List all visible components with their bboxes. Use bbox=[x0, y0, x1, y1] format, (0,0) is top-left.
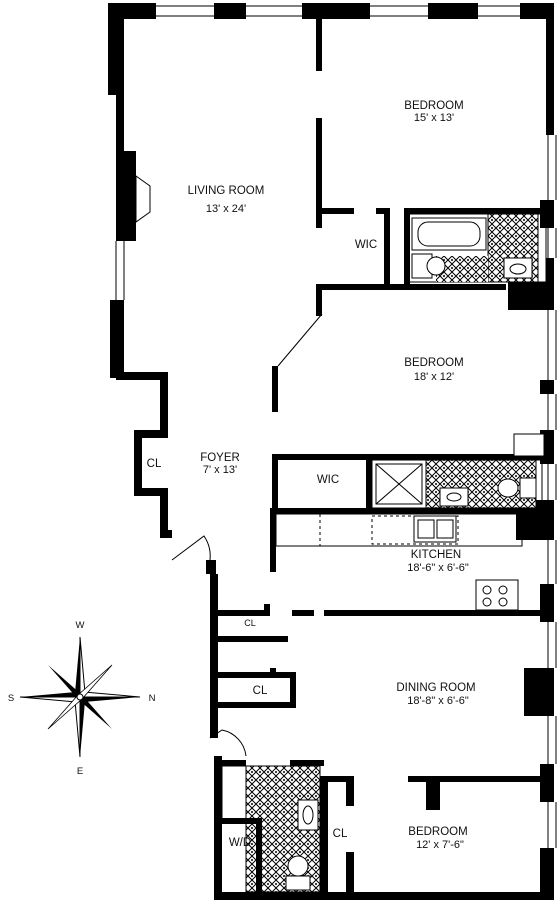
compass-w-label: W bbox=[76, 620, 85, 631]
foyer-name: FOYER bbox=[200, 452, 240, 464]
bedroom-2-dims: 18' x 12' bbox=[414, 371, 454, 383]
compass-rose: W S N E bbox=[8, 620, 156, 777]
wd-label: W/D bbox=[229, 837, 251, 849]
bedroom-2-name: BEDROOM bbox=[404, 357, 463, 369]
wic-2-label: WIC bbox=[317, 474, 339, 486]
wic-1-label: WIC bbox=[355, 239, 377, 251]
living-room-dims: 13' x 24' bbox=[206, 203, 246, 215]
dining-room-dims: 18'-8" x 6'-6" bbox=[407, 695, 469, 707]
compass-n-label: N bbox=[149, 693, 156, 704]
interior-walls bbox=[218, 19, 547, 898]
dining-room-name: DINING ROOM bbox=[396, 682, 475, 694]
living-room-name: LIVING ROOM bbox=[188, 185, 265, 197]
bedroom-3-dims: 12' x 7'-6" bbox=[416, 839, 464, 851]
cl-foyer-label: CL bbox=[147, 458, 162, 470]
cl-mid-label: CL bbox=[253, 685, 268, 697]
compass-star-icon bbox=[19, 636, 141, 758]
bedroom-3-name: BEDROOM bbox=[408, 826, 467, 838]
kitchen-dims: 18'-6" x 6'-6" bbox=[407, 562, 469, 574]
room-labels: BEDROOM 15' x 13' LIVING ROOM 13' x 24' … bbox=[147, 100, 476, 851]
bedroom-1-name: BEDROOM bbox=[404, 100, 463, 112]
kitchen-name: KITCHEN bbox=[411, 549, 461, 561]
exterior-walls bbox=[108, 3, 557, 900]
compass-e-label: E bbox=[77, 766, 83, 777]
compass-s-label: S bbox=[8, 693, 14, 704]
foyer-dims: 7' x 13' bbox=[203, 464, 237, 476]
cl-upper-label: CL bbox=[244, 618, 256, 628]
cl-bedroom-label: CL bbox=[333, 828, 348, 840]
bedroom-1-dims: 15' x 13' bbox=[414, 112, 454, 124]
